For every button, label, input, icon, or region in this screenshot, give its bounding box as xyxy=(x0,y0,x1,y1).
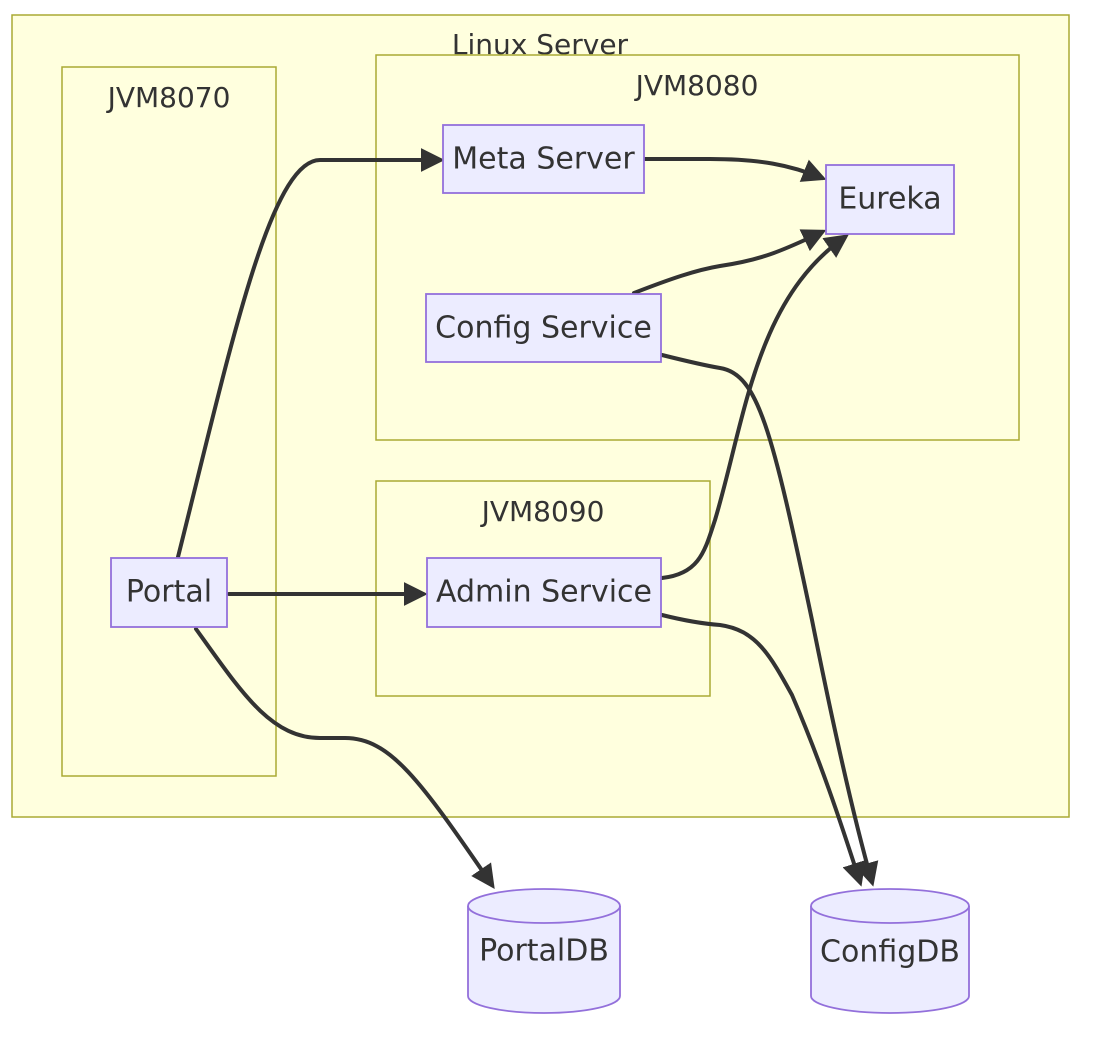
node-portaldb-label: PortalDB xyxy=(479,934,609,969)
edge-admin-eureka xyxy=(660,234,849,580)
node-config-service[interactable]: Config Service xyxy=(425,293,662,363)
cluster-jvm8080-label: JVM8080 xyxy=(634,69,759,102)
edge-portal-portaldb xyxy=(194,627,495,889)
edge-portal-meta xyxy=(176,148,445,559)
cluster-jvm8070: JVM8070 xyxy=(61,66,277,777)
edge-admin-configdb xyxy=(660,613,866,887)
node-config-service-label: Config Service xyxy=(435,311,652,346)
cluster-jvm8080: JVM8080 xyxy=(375,54,1020,441)
cluster-jvm8070-label: JVM8070 xyxy=(106,81,231,114)
node-meta-server-label: Meta Server xyxy=(452,142,635,177)
node-portal-label: Portal xyxy=(126,575,212,610)
node-admin-service[interactable]: Admin Service xyxy=(426,557,662,628)
node-configdb-label: ConfigDB xyxy=(820,935,960,970)
edges xyxy=(176,148,879,889)
node-portal[interactable]: Portal xyxy=(110,557,228,628)
node-admin-service-label: Admin Service xyxy=(436,575,652,610)
node-meta-server[interactable]: Meta Server xyxy=(442,124,645,194)
edge-config-configdb xyxy=(660,353,879,887)
edge-config-eureka xyxy=(632,229,827,295)
cluster-jvm8090-label: JVM8090 xyxy=(480,495,605,528)
node-eureka[interactable]: Eureka xyxy=(825,164,955,235)
node-configdb[interactable]: ConfigDB xyxy=(810,888,970,1014)
edge-meta-eureka xyxy=(643,157,827,182)
node-eureka-label: Eureka xyxy=(838,182,941,217)
node-portaldb[interactable]: PortalDB xyxy=(467,888,621,1014)
